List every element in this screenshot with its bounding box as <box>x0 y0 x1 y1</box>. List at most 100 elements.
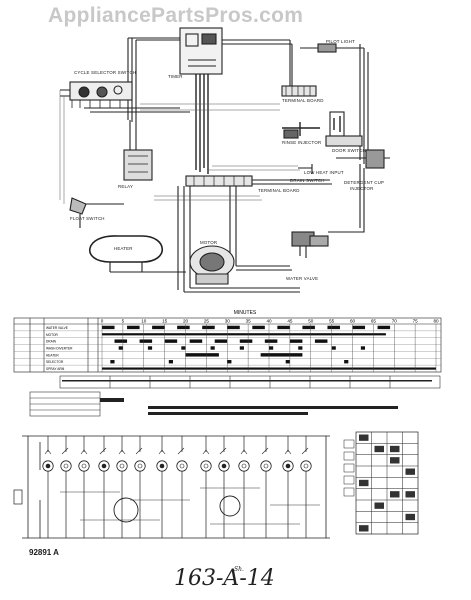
label-rinse-injector: RINSE INJECTOR <box>282 140 322 145</box>
schematic-component <box>200 460 212 472</box>
legend-cell-marker <box>359 525 369 532</box>
timer-cam-segment <box>285 360 290 364</box>
timer-cam-segment <box>298 346 303 350</box>
timer-cam-segment <box>185 353 219 357</box>
schematic-component-core <box>81 463 87 469</box>
timer-minute-tick: 20 <box>183 319 189 324</box>
schematic-motor-symbol <box>113 497 139 523</box>
schematic-component-core <box>159 463 165 469</box>
schematic-component-core <box>263 463 269 469</box>
timer-cam-segment <box>302 325 315 330</box>
timer-cam-segment <box>164 339 178 343</box>
timer-row-label: SPRAY ARM <box>46 367 65 371</box>
timer-minute-tick: 45 <box>287 319 293 324</box>
timer-minute-tick: 5 <box>122 319 125 324</box>
label-low-heat-input: LOW HEAT INPUT <box>304 170 344 175</box>
timer-cam-segment <box>239 339 253 343</box>
timer-cam-segment <box>147 346 153 350</box>
legend-cell-marker <box>405 468 415 475</box>
schematic-switch-contact <box>219 447 227 455</box>
schematic-plug-symbol <box>13 489 23 505</box>
label-timer: TIMER <box>168 74 183 79</box>
timer-cam-segment <box>269 346 274 350</box>
label-detergent-cup: DETERGENT CUP <box>344 180 385 185</box>
timer-chart-header: MINUTES <box>234 310 257 316</box>
legend-cell-marker <box>374 445 384 453</box>
legend-cell-marker <box>359 434 369 441</box>
legend-cell-marker <box>359 479 369 487</box>
timer-cam-segment <box>214 339 228 343</box>
schematic-component <box>176 460 188 472</box>
ladder-schematic <box>22 435 330 539</box>
schematic-switch-contact <box>135 447 143 455</box>
handwritten-note: 163-A-14 <box>174 566 275 591</box>
legend-cell-marker <box>405 513 415 521</box>
schematic-component-core <box>303 463 309 469</box>
handwritten-suffix: Sh. <box>234 566 244 573</box>
timer-cam-segment <box>227 325 240 330</box>
timer-cam-segment <box>127 325 140 330</box>
watermark: AppliancePartsPros.com <box>48 4 304 27</box>
schematic-switch-contact <box>80 449 88 455</box>
label-heater: HEATER <box>114 246 133 251</box>
schematic-component <box>60 460 72 472</box>
schematic-component-core <box>45 463 51 469</box>
timer-row-label: WATER VALVE <box>46 326 68 330</box>
timer-cam-segment <box>168 360 173 364</box>
timer-cam-segment <box>314 339 328 343</box>
schematic-component <box>78 460 90 472</box>
document-number: 92891 A <box>29 548 59 557</box>
legend-cell-marker <box>390 491 400 498</box>
timer-cam-segment <box>264 339 278 343</box>
label-terminal-board-bottom: TERMINAL BOARD <box>258 188 300 193</box>
label-relay: RELAY <box>118 184 134 189</box>
label-door-switch: DOOR SWITCH <box>332 148 366 153</box>
legend-cell-marker <box>374 502 384 509</box>
legend-tab <box>343 451 355 461</box>
schematic-component-core <box>101 463 107 469</box>
timer-minute-tick: 65 <box>371 319 377 324</box>
schematic-component <box>116 460 128 472</box>
schematic-component <box>260 460 272 472</box>
schematic-switch-contact <box>240 449 248 455</box>
timer-minute-tick: 0 <box>101 319 104 324</box>
schematic-component-core <box>203 463 209 469</box>
schematic-component-core <box>179 463 185 469</box>
timer-minute-tick: 10 <box>141 319 147 324</box>
schematic-component-core <box>221 463 227 469</box>
timer-cam-segment <box>331 346 336 350</box>
label-cycle-selector-switch: CYCLE SELECTOR SWITCH <box>74 70 137 75</box>
legend-tab <box>343 439 355 449</box>
timer-cam-segment <box>189 339 203 343</box>
label-injector: INJECTOR <box>350 186 374 191</box>
timer-cam-segment <box>360 346 366 350</box>
schematic-switch-contact <box>301 447 309 455</box>
legend-cell-marker <box>405 491 415 498</box>
schematic-component-core <box>63 463 69 469</box>
schematic-switch-contact <box>61 447 69 455</box>
label-motor: MOTOR <box>200 240 218 245</box>
timer-cam-segment <box>181 346 186 350</box>
schematic-switch-contact <box>284 449 292 455</box>
timer-minute-tick: 50 <box>308 319 314 324</box>
switch-legend-cells <box>343 432 418 534</box>
legend-tab <box>343 475 355 485</box>
label-water-valve: WATER VALVE <box>286 276 319 281</box>
timer-cam-segment <box>110 360 115 364</box>
label-drain-switch: DRAIN SWITCH <box>290 178 325 183</box>
timer-minute-tick: 15 <box>162 319 168 324</box>
timer-minute-tick: 75 <box>413 319 419 324</box>
schematic-component <box>300 460 312 472</box>
timer-cam-segment <box>118 346 123 350</box>
timer-cam-segment <box>210 346 215 350</box>
schematic-component-core <box>241 463 247 469</box>
legend-tab <box>343 463 355 473</box>
timer-cam-segment <box>344 360 349 364</box>
label-terminal-board-top: TERMINAL BOARD <box>282 98 324 103</box>
schematic-switch-contact <box>202 449 210 455</box>
timer-row-label: DRAIN <box>46 340 57 344</box>
timer-cam-segment <box>377 325 391 330</box>
legend-cell-marker <box>390 457 400 464</box>
